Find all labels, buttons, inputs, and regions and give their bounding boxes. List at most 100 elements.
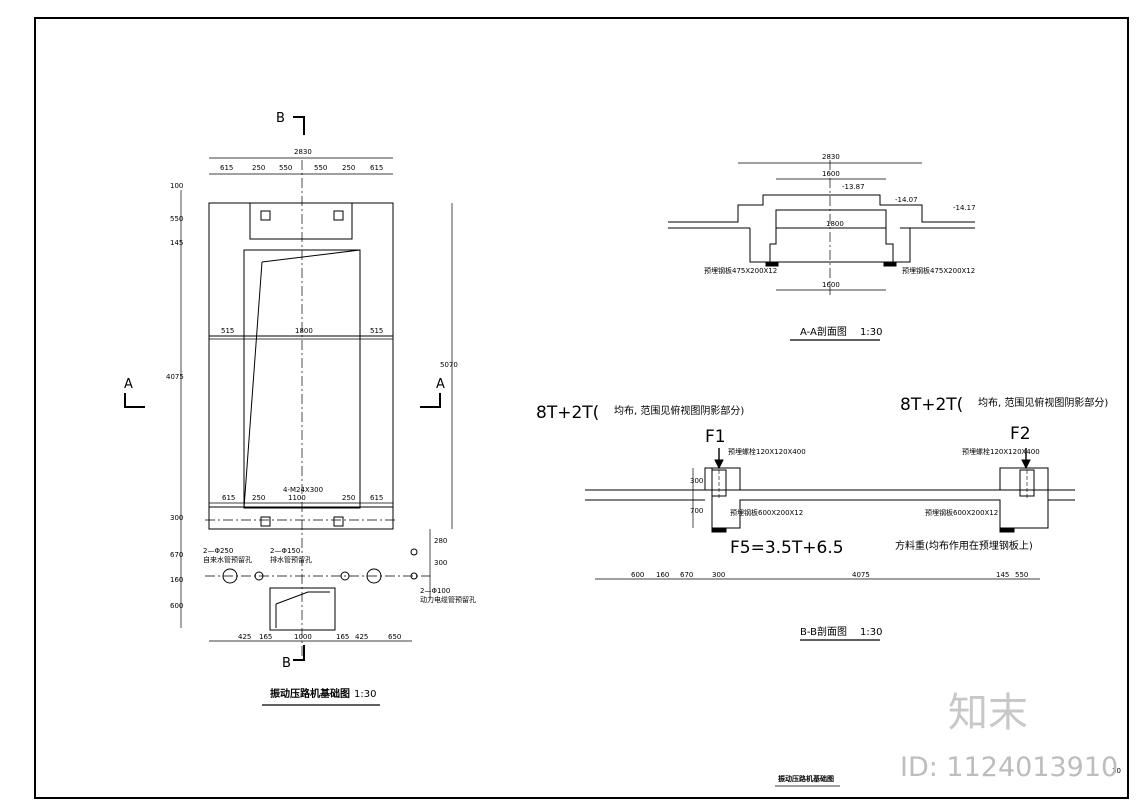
plan-scale: 1:30	[354, 689, 377, 700]
section-bb-scale: 1:30	[860, 627, 883, 638]
load-left-note: 均布, 范围见俯视图阴影部分)	[614, 406, 745, 417]
dim-label: 670	[170, 551, 184, 559]
footer-title: 振动压路机基础图	[778, 775, 834, 783]
pipe-hole	[254, 571, 264, 581]
pipe-note: 排水管预留孔	[270, 556, 312, 564]
plan-lower-pit	[269, 587, 336, 631]
dim-label: 615	[220, 164, 234, 172]
pipe-hole	[340, 571, 350, 581]
dim-label: 1800	[826, 220, 844, 228]
pipe-hole	[410, 572, 418, 580]
load-right-note: 均布, 范围见俯视图阴影部分)	[978, 398, 1109, 409]
dim-label: 300	[712, 571, 726, 579]
level-mark: -13.87	[842, 183, 865, 191]
dim-label: 670	[680, 571, 694, 579]
section-mark-a-left	[124, 393, 145, 408]
dim-label: 1600	[822, 170, 840, 178]
dim-label: 280	[434, 537, 448, 545]
embed-note: 预埋螺栓120X120X400	[728, 448, 806, 456]
dim-label: 250	[252, 494, 266, 502]
section-aa	[668, 160, 975, 341]
dim-label: 1800	[295, 327, 313, 335]
pipe-note: 自来水管预留孔	[203, 556, 252, 564]
section-bb-title: B-B剖面图	[800, 627, 847, 638]
dim-label: 1600	[822, 281, 840, 289]
plan-view	[124, 116, 453, 706]
dim-label: 550	[314, 164, 328, 172]
pipe-hole	[366, 568, 382, 584]
level-mark: -14.07	[895, 196, 918, 204]
pipe-note: 2—Φ250	[203, 547, 234, 555]
section-mark-a-right	[420, 393, 441, 408]
dim-label: 2830	[294, 148, 312, 156]
dim-label: 145	[170, 239, 184, 247]
dim-label: 425	[355, 633, 369, 641]
dim-label: 165	[259, 633, 273, 641]
section-marker-b-top: B	[276, 111, 285, 126]
dim-label: 2830	[822, 153, 840, 161]
bolt-note: 4-M24X300	[283, 486, 324, 494]
dim-label: 250	[342, 164, 356, 172]
plan-top-pad	[249, 202, 353, 240]
brand-watermark: 知末	[948, 690, 1028, 736]
dim-label: 615	[222, 494, 236, 502]
dim-label: 600	[170, 602, 184, 610]
f2-label: F2	[1010, 424, 1031, 444]
dim-label: 515	[221, 327, 235, 335]
dim-label: 160	[170, 576, 184, 584]
dim-label: 100	[170, 182, 184, 190]
pipe-note: 动力电缆管预留孔	[420, 596, 476, 604]
dim-label: 650	[388, 633, 402, 641]
plan-outer-slab	[208, 202, 394, 530]
dim-label: 1000	[294, 633, 312, 641]
dim-label: 425	[238, 633, 252, 641]
id-watermark: ID: 1124013910	[900, 752, 1119, 783]
dim-label: 145	[996, 571, 1010, 579]
section-mark-b-top	[293, 116, 305, 135]
pipe-hole	[222, 568, 238, 584]
dim-label: 615	[370, 494, 384, 502]
plate-note: 预埋钢板600X200X12	[730, 509, 804, 517]
plate-note: 预埋钢板475X200X12	[902, 267, 976, 275]
sheet-border	[34, 17, 1129, 799]
pipe-hole	[410, 548, 418, 556]
dim-label: 250	[342, 494, 356, 502]
dim-label: 600	[631, 571, 645, 579]
dim-label: 300	[434, 559, 448, 567]
f5-note: 方料重(均布作用在预埋钢板上)	[895, 541, 1033, 552]
section-aa-scale: 1:30	[860, 327, 883, 338]
page-number: 30	[1112, 767, 1121, 775]
plate-note: 预埋钢板475X200X12	[704, 267, 778, 275]
dim-label: 300	[170, 514, 184, 522]
dim-label: 550	[1015, 571, 1029, 579]
pipe-note: 2—Φ150	[270, 547, 301, 555]
dim-label: 250	[252, 164, 266, 172]
load-right: 8T+2T(	[900, 395, 964, 415]
section-marker-a-right: A	[436, 377, 445, 392]
dim-label: 700	[690, 507, 704, 515]
embed-note: 预埋螺栓120X120X400	[962, 448, 1040, 456]
dim-label: 615	[370, 164, 384, 172]
dim-label: 1100	[288, 494, 306, 502]
section-marker-a-left: A	[124, 377, 133, 392]
dim-label: 515	[370, 327, 384, 335]
f5-label: F5=3.5T+6.5	[730, 538, 844, 558]
dim-label: 550	[170, 215, 184, 223]
dim-label: 550	[279, 164, 293, 172]
dim-label: 300	[690, 477, 704, 485]
dim-label: 160	[656, 571, 670, 579]
load-left: 8T+2T(	[536, 403, 600, 423]
dim-label: 5070	[440, 361, 458, 369]
section-marker-b-bottom: B	[282, 656, 291, 671]
pipe-note: 2—Φ100	[420, 587, 451, 595]
dim-label: 165	[336, 633, 350, 641]
level-mark: -14.17	[953, 204, 976, 212]
section-mark-b-bottom	[293, 645, 305, 661]
plate-note: 预埋钢板600X200X12	[925, 509, 999, 517]
plan-title: 振动压路机基础图	[270, 689, 350, 700]
f1-label: F1	[705, 427, 726, 447]
section-aa-title: A-A剖面图	[800, 327, 847, 338]
dim-label: 4075	[166, 373, 184, 381]
section-bb	[585, 448, 1075, 641]
